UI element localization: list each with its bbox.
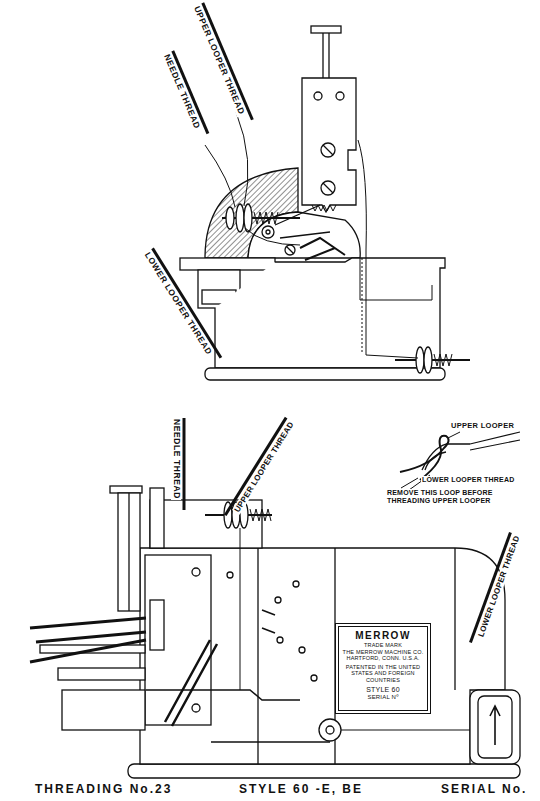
drawing-stroke — [275, 205, 330, 238]
thread-name: UPPER LOOPER THREAD — [232, 419, 296, 514]
name-plate: MERROWTRADE MARKTHE MERROW MACHINE CO.HA… — [338, 626, 428, 711]
drawing-stroke — [323, 183, 333, 193]
drawing-stroke — [312, 205, 336, 211]
drawing-stroke — [285, 245, 295, 255]
drawing-stroke — [300, 238, 345, 260]
serial-field: SERIAL No. — [440, 783, 528, 797]
thread-name: NEEDLE THREAD — [161, 52, 202, 131]
thread-line — [225, 418, 286, 516]
plate-text: TRADE MARK — [342, 642, 424, 649]
drawing-stroke — [180, 258, 275, 270]
drawing-stroke — [326, 726, 334, 734]
drawing-stroke — [478, 696, 512, 758]
drawing-stroke — [314, 92, 322, 100]
drawing-stroke — [434, 354, 452, 366]
drawing-stroke — [470, 690, 520, 764]
plate-text: HARTFORD, CONN. U.S.A. — [342, 655, 424, 662]
drawing-stroke — [366, 355, 418, 358]
drawing-stroke — [165, 640, 217, 726]
plate-text: STYLE 60 — [342, 686, 424, 694]
maker-name: MERROW — [342, 630, 424, 642]
thread-line — [183, 418, 186, 510]
thread-line — [470, 533, 510, 643]
drawing-stroke — [293, 581, 299, 587]
drawing-stroke — [240, 528, 241, 690]
model-style: STYLE 60 -E, BE — [238, 783, 364, 797]
drawing-stroke — [211, 741, 330, 743]
thread-line — [203, 3, 253, 120]
drawing-stroke — [362, 258, 363, 352]
threading-note: REMOVE THIS LOOP BEFORE THREADING UPPER … — [386, 489, 506, 505]
thread-line — [153, 248, 221, 357]
plate-text: PATENTED IN THE UNITED STATES AND FOREIG… — [342, 664, 424, 684]
drawing-stroke — [150, 600, 164, 650]
drawing-stroke — [245, 228, 300, 245]
side-view — [30, 432, 520, 778]
thread-name: LOWER LOOPER THREAD — [421, 476, 515, 484]
plate-text: SERIAL Nº — [342, 694, 424, 701]
drawing-stroke — [146, 690, 300, 700]
drawing-stroke — [262, 610, 275, 633]
drawing-stroke — [321, 181, 335, 195]
drawing-stroke — [236, 204, 244, 232]
drawing-stroke — [110, 486, 142, 493]
drawing-stroke — [62, 690, 145, 730]
drawing-stroke — [424, 347, 432, 373]
drawing-stroke — [454, 548, 455, 690]
drawing-stroke — [311, 675, 317, 681]
drawing-stroke — [30, 618, 146, 662]
drawing-stroke — [192, 704, 200, 712]
drawing-stroke — [302, 78, 356, 212]
drawing-stroke — [262, 226, 274, 238]
drawing-stroke — [277, 637, 283, 643]
drawing-stroke — [401, 478, 418, 488]
drawing-stroke — [321, 143, 335, 157]
drawing-stroke — [226, 207, 234, 229]
drawing-stroke — [205, 145, 235, 207]
drawing-stroke — [286, 246, 294, 254]
drawing-stroke — [227, 572, 233, 578]
drawing-stroke — [319, 719, 341, 741]
drawing-stroke — [448, 432, 460, 438]
drawing-stroke — [250, 509, 271, 521]
drawing-stroke — [205, 368, 445, 380]
drawing-stroke — [299, 647, 305, 653]
drawing-stroke — [323, 145, 333, 155]
drawing-stroke — [311, 26, 341, 33]
drawing-stroke — [416, 347, 424, 373]
drawing-stroke — [490, 706, 500, 745]
drawing-stroke — [140, 548, 505, 764]
thread-name: NEEDLE THREAD — [171, 418, 181, 500]
drawing-stroke — [358, 140, 366, 355]
drawing-stroke — [360, 258, 432, 300]
drawing-stroke — [254, 212, 278, 224]
drawing-stroke — [400, 436, 449, 480]
drawing-stroke — [336, 92, 344, 100]
drawing-stroke — [150, 488, 164, 548]
drawing-stroke — [328, 33, 329, 78]
part-name: UPPER LOOPER — [450, 422, 515, 431]
drawing-stroke — [257, 548, 258, 764]
drawing-stroke — [192, 568, 200, 576]
drawing-stroke — [150, 500, 262, 548]
drawing-stroke — [118, 493, 140, 611]
drawing-stroke — [128, 493, 129, 611]
drawing-stroke — [470, 432, 520, 450]
thread-name: UPPER LOOPER THREAD — [191, 4, 246, 117]
drawing-stroke — [58, 668, 145, 680]
drawing-stroke — [266, 230, 270, 234]
drawing-stroke — [422, 444, 470, 470]
chart-number: THREADING No.23 — [34, 783, 173, 797]
drawing-stroke — [275, 597, 281, 603]
drawing-stroke — [236, 112, 248, 206]
drawing-stroke — [322, 33, 323, 78]
drawing-stroke — [128, 764, 520, 778]
drawing-stroke — [215, 258, 445, 368]
drawing-stroke — [341, 729, 470, 730]
plate-text: THE MERROW MACHINE CO. — [342, 649, 424, 656]
